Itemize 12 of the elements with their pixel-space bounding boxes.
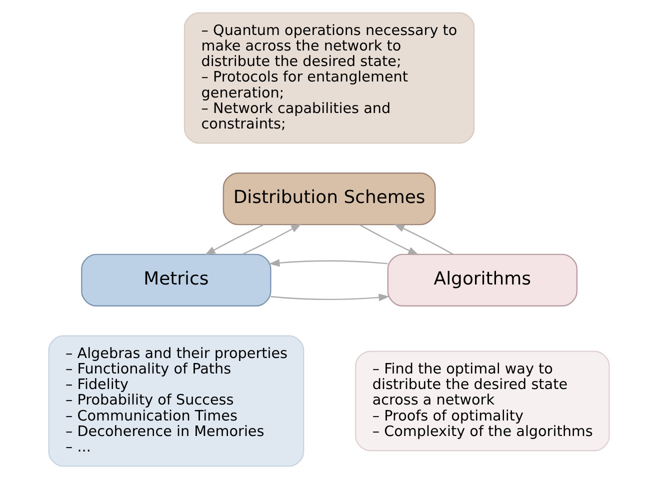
node-box: – Quantum operations necessary to make across the network to distribute the desired state; – Protocols for entanglement generation; – Network capabilities and constraints; xyxy=(183,12,474,144)
node-box: – Find the optimal way to distribute the desired state across a network – Proofs of optimality – Complexity of the algorithms xyxy=(354,350,610,452)
node-box: Distribution Schemes xyxy=(222,172,436,226)
arrow xyxy=(393,224,454,255)
node-box: Metrics xyxy=(80,254,271,306)
arrow xyxy=(268,259,388,267)
arrow xyxy=(358,224,418,256)
arrow xyxy=(241,224,302,255)
node-box: – Algebras and their properties – Functionality of Paths – Fidelity – Probability of Success – Communication Times – Decoherence in Memories – ... xyxy=(48,335,304,467)
arrow xyxy=(204,224,264,256)
node-box: Algorithms xyxy=(386,254,578,306)
arrow xyxy=(270,294,390,302)
